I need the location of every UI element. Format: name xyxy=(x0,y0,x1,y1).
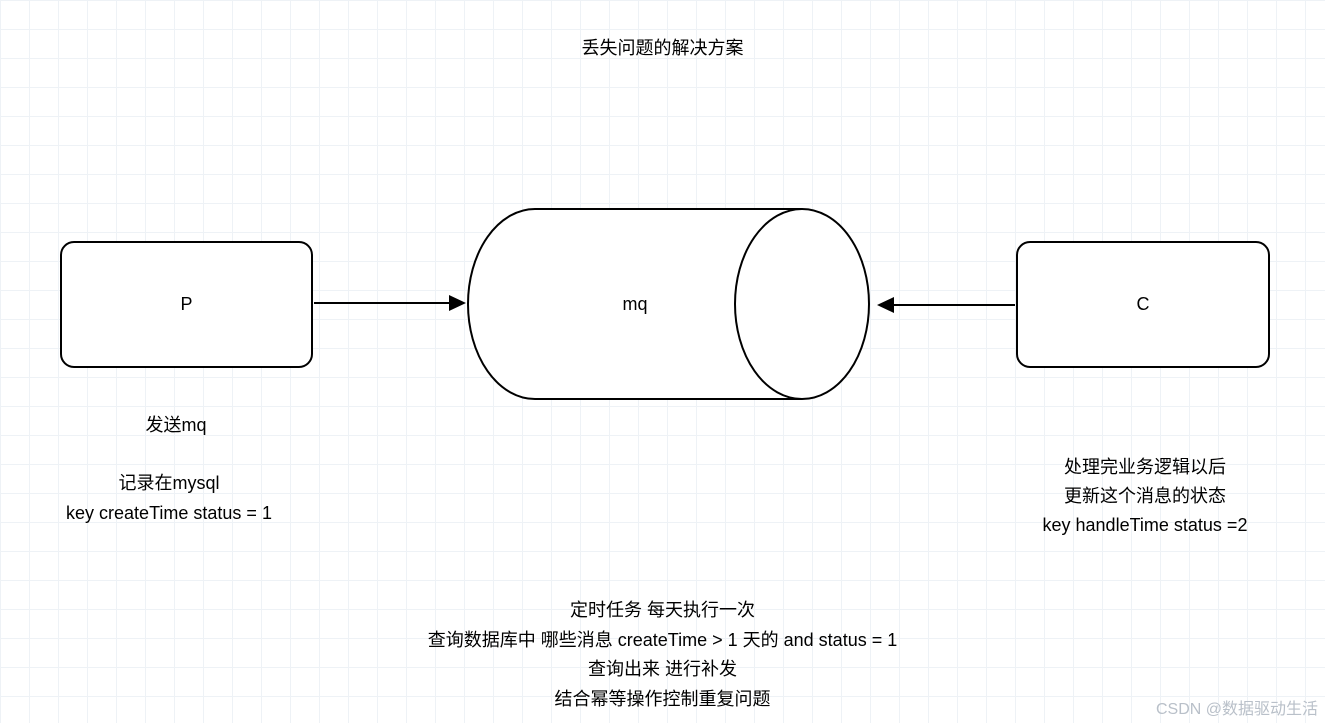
scheduler-note: 定时任务 每天执行一次 查询数据库中 哪些消息 createTime > 1 天… xyxy=(0,596,1325,714)
arrow-producer-to-mq xyxy=(314,295,466,311)
scheduler-note-line2: 查询数据库中 哪些消息 createTime > 1 天的 and status… xyxy=(427,629,898,650)
consumer-note-line1: 处理完业务逻辑以后 xyxy=(1064,457,1226,477)
mq-cylinder-shape xyxy=(467,208,870,400)
producer-db-note-line1: 记录在mysql xyxy=(118,473,220,493)
consumer-note-line2: 更新这个消息的状态 xyxy=(1064,486,1226,506)
arrow-consumer-to-mq xyxy=(877,297,1015,313)
scheduler-note-line1: 定时任务 每天执行一次 xyxy=(570,600,755,620)
producer-db-note-line2: key createTime status = 1 xyxy=(66,503,272,523)
consumer-node: C xyxy=(1016,241,1270,368)
producer-send-note-line: 发送mq xyxy=(145,415,207,435)
consumer-node-label: C xyxy=(1136,294,1150,314)
consumer-note: 处理完业务逻辑以后 更新这个消息的状态 key handleTime statu… xyxy=(995,453,1295,540)
producer-node-label: P xyxy=(180,294,193,314)
producer-send-note: 发送mq xyxy=(60,410,292,440)
csdn-watermark: CSDN @数据驱动生活 xyxy=(1155,701,1318,718)
diagram-title: 丢失问题的解决方案 xyxy=(581,38,744,58)
consumer-note-line3: key handleTime status =2 xyxy=(1042,515,1248,535)
producer-node: P xyxy=(60,241,313,368)
scheduler-note-line3: 查询出来 进行补发 xyxy=(587,659,737,679)
scheduler-note-line4: 结合幂等操作控制重复问题 xyxy=(554,688,771,709)
producer-db-note: 记录在mysql key createTime status = 1 xyxy=(0,468,338,528)
mq-cylinder-node: mq xyxy=(465,206,873,402)
mq-node-label: mq xyxy=(622,293,648,314)
